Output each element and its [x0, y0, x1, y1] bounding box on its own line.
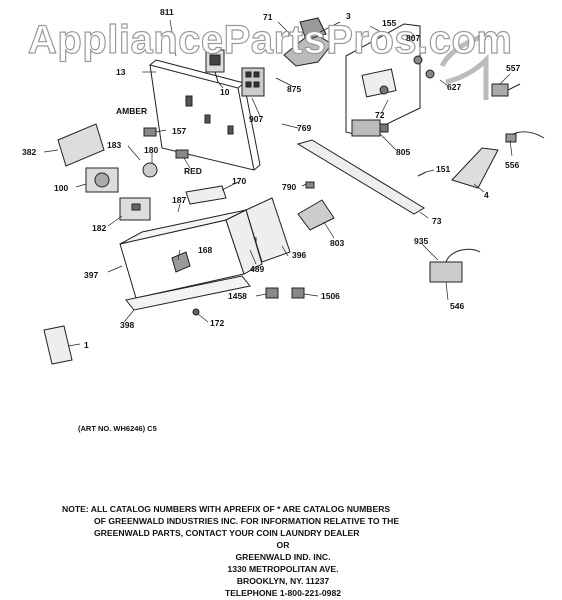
- connector-1458: [265, 287, 279, 299]
- callout-red: RED: [184, 166, 202, 176]
- callout-769: 769: [297, 123, 312, 133]
- callout-397: 397: [84, 270, 99, 280]
- callout-71: 71: [263, 12, 273, 22]
- base-plate-398: [125, 275, 251, 311]
- art-number: (ART NO. WH6246) C5: [78, 424, 157, 433]
- end-cap: [451, 147, 499, 189]
- screw-172: [192, 308, 200, 316]
- callout-907: 907: [249, 114, 264, 124]
- note-line-5: GREENWALD IND. INC.: [235, 552, 331, 562]
- note-line-1: NOTE: ALL CATALOG NUMBERS WITH APREFIX O…: [62, 504, 391, 514]
- manual-1: [43, 325, 73, 365]
- callout-168: 168: [198, 245, 213, 255]
- coin-box-397: [119, 209, 263, 299]
- callout-803: 803: [330, 238, 345, 248]
- callout-187: 187: [172, 195, 187, 205]
- control-panel: [345, 23, 421, 137]
- note-line-2: OF GREENWALD INDUSTRIES INC. FOR INFORMA…: [94, 516, 400, 526]
- callout-100: 100: [54, 183, 69, 193]
- callout-1506: 1506: [321, 291, 340, 301]
- callout-811: 811: [160, 7, 174, 17]
- callout-556: 556: [505, 160, 520, 170]
- leader-lines: [43, 19, 513, 347]
- note-line-4: OR: [276, 540, 290, 550]
- water-valve: [491, 83, 521, 97]
- control-bracket: [283, 17, 333, 67]
- watermark-text: AppliancePartsPros.com: [27, 17, 513, 62]
- lens-bezel: [57, 123, 105, 167]
- grommets: [413, 55, 435, 79]
- callout-1458: 1458: [228, 291, 247, 301]
- callout-183: 183: [107, 140, 122, 150]
- callout-790: 790: [282, 182, 297, 192]
- callout-13: 13: [116, 67, 126, 77]
- callout-805: 805: [396, 147, 411, 157]
- connector-1506: [291, 287, 305, 299]
- indicator-lamp: [143, 127, 157, 137]
- callout-875: 875: [287, 84, 302, 94]
- callout-935: 935: [414, 236, 429, 246]
- rotary-switch: [241, 67, 265, 97]
- catalog-note: NOTE: ALL CATALOG NUMBERS WITH APREFIX O…: [0, 503, 562, 599]
- callout-546: 546: [450, 301, 465, 311]
- wire-harness-546: [429, 248, 481, 283]
- callout-155: 155: [382, 18, 397, 28]
- callout-398: 398: [120, 320, 135, 330]
- timer-switch: [205, 49, 225, 83]
- plate-170: [185, 185, 227, 205]
- bracket-803: [297, 199, 335, 231]
- callout-151: 151: [436, 164, 451, 174]
- callout-4: 4: [484, 190, 489, 200]
- callout-489: 489: [250, 264, 265, 274]
- callout-1: 1: [84, 340, 89, 350]
- callout-807: 807: [406, 33, 421, 43]
- wire-harness-556: [505, 131, 545, 143]
- callout-382: 382: [22, 147, 37, 157]
- red-lamp: [175, 149, 189, 159]
- backsplash-panel: [149, 59, 261, 171]
- callout-72: 72: [375, 110, 385, 120]
- note-line-3: GREENWALD PARTS, CONTACT YOUR COIN LAUND…: [94, 528, 360, 538]
- note-line-8: TELEPHONE 1-800-221-0982: [224, 588, 342, 598]
- switch-bracket: [119, 197, 151, 221]
- callout-557: 557: [506, 63, 521, 73]
- callout-170: 170: [232, 176, 247, 186]
- callout-73: 73: [432, 216, 442, 226]
- mixing-valve: [351, 119, 389, 137]
- callout-182: 182: [92, 223, 107, 233]
- mounting-rail: [296, 139, 425, 215]
- clip-790: [305, 181, 315, 189]
- callout-157: 157: [172, 126, 187, 136]
- note-line-6: 1330 METROPOLITAN AVE.: [227, 564, 339, 574]
- callout-172: 172: [210, 318, 225, 328]
- timer-motor: [85, 167, 119, 193]
- callout-3: 3: [346, 11, 351, 21]
- screw-151: [417, 171, 427, 177]
- callout-180: 180: [144, 145, 159, 155]
- note-line-7: BROOKLYN, NY. 11237: [236, 576, 330, 586]
- water-hoses: [439, 31, 491, 100]
- callout-627: 627: [447, 82, 462, 92]
- knob-180: [142, 162, 158, 178]
- callout-396: 396: [292, 250, 307, 260]
- callout-10: 10: [220, 87, 230, 97]
- callout-amber: AMBER: [116, 106, 148, 116]
